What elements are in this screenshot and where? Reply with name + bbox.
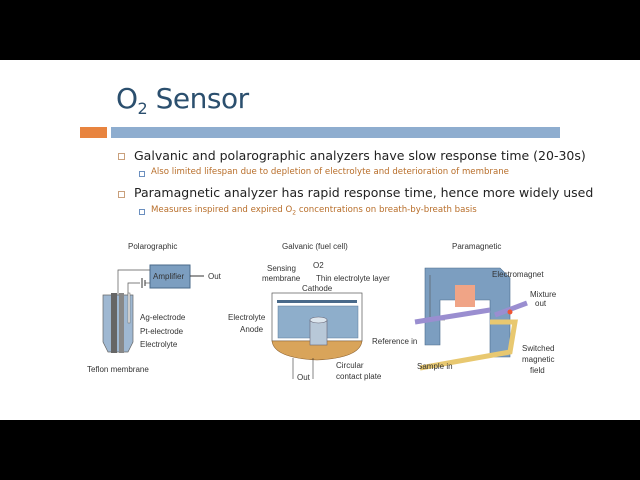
sub-bullet-2: Measures inspired and expired O2 concent… xyxy=(151,205,477,217)
o2-label: O2 xyxy=(313,261,324,270)
diagram-label: Reference in xyxy=(372,337,417,346)
slide-title: O2 Sensor xyxy=(116,82,249,118)
galvanic-diagram: Galvanic (fuel cell) Sensing membrane O2… xyxy=(228,242,390,382)
sample-tube xyxy=(419,319,518,371)
accent-bar-orange xyxy=(80,127,107,138)
galvanic-title: Galvanic (fuel cell) xyxy=(282,242,348,251)
diagram-label: Sensing xyxy=(267,264,296,273)
galvanic-out-label: Out xyxy=(297,373,311,382)
diagram-label: Sample in xyxy=(417,362,453,371)
polarographic-out-label: Out xyxy=(208,272,222,281)
amplifier-label: Amplifier xyxy=(153,272,184,281)
sub-bullet-marker xyxy=(139,209,145,215)
polarographic-cell xyxy=(102,294,134,353)
diagram-label: Cathode xyxy=(302,284,333,293)
mixture-tube xyxy=(494,300,528,318)
sub-bullet-1: Also limited lifespan due to depletion o… xyxy=(151,167,509,177)
polarographic-title: Polarographic xyxy=(128,242,177,251)
diagram-label: Thin electrolyte layer xyxy=(316,274,390,283)
pt-electrode-label: Pt-electrode xyxy=(140,327,184,336)
diagram-label: contact plate xyxy=(336,372,382,381)
diagram-label: magnetic xyxy=(522,355,554,364)
polarographic-diagram: Polarographic Amplifier Out Ag-electrode… xyxy=(87,242,222,374)
contact-plate xyxy=(271,340,363,361)
diagram-label: Circular xyxy=(336,361,364,370)
bullet-marker xyxy=(118,153,125,160)
paramagnetic-diagram: Paramagnetic Electromagnet Mixture out R… xyxy=(372,242,557,375)
diagram-label: field xyxy=(530,366,545,375)
slide: O2 Sensor Galvanic and polarographic ana… xyxy=(0,60,640,420)
teflon-membrane-label: Teflon membrane xyxy=(87,365,149,374)
bullet-1: Galvanic and polarographic analyzers hav… xyxy=(134,148,586,163)
electrolyte-label: Electrolyte xyxy=(140,340,178,349)
diagram-label: Switched xyxy=(522,344,554,353)
o2-sensor-diagrams: Polarographic Amplifier Out Ag-electrode… xyxy=(87,242,557,382)
diagram-label: membrane xyxy=(262,274,301,283)
diagram-label: Electrolyte xyxy=(228,313,266,322)
diagram-label: Anode xyxy=(240,325,264,334)
accent-bar-blue xyxy=(111,127,560,138)
reference-tube xyxy=(414,307,491,325)
anode xyxy=(309,319,328,346)
ag-electrode-label: Ag-electrode xyxy=(140,313,186,322)
diagram-label: Mixture xyxy=(530,290,557,299)
sub-bullet-marker xyxy=(139,171,145,177)
paramagnetic-title: Paramagnetic xyxy=(452,242,501,251)
bullet-marker xyxy=(118,191,125,198)
diagram-label: Electromagnet xyxy=(492,270,544,279)
diagram-label: out xyxy=(535,299,547,308)
electromagnet xyxy=(424,267,511,358)
bullet-2: Paramagnetic analyzer has rapid response… xyxy=(134,185,594,200)
